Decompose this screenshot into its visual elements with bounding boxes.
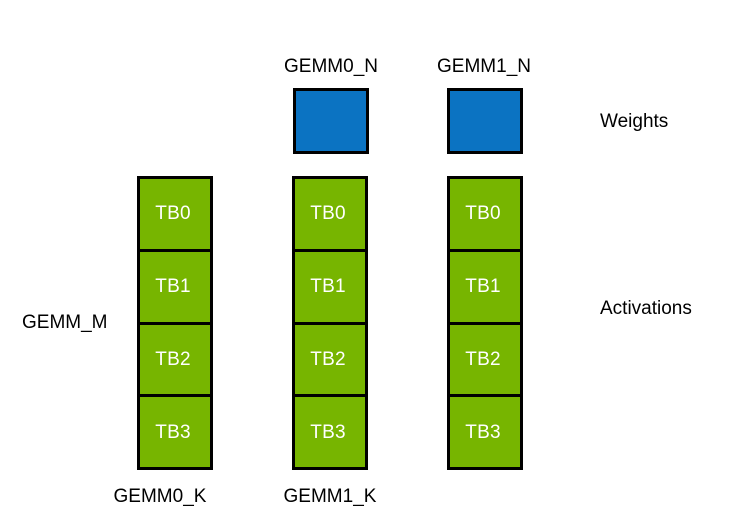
- activation-cell: TB2: [447, 321, 523, 398]
- activation-cell-label: TB3: [310, 421, 346, 443]
- activation-cell: TB2: [137, 321, 213, 398]
- activation-cell-label: TB2: [465, 348, 501, 370]
- gemm0-n-label-line1: GEMM0_N: [284, 56, 378, 77]
- activation-cell: TB1: [292, 248, 368, 325]
- activation-cell-label: TB2: [310, 348, 346, 370]
- activation-cell-label: TB0: [310, 203, 346, 225]
- gemm1-n-label-line1: GEMM1_N: [437, 56, 531, 77]
- activation-cell-label: TB3: [465, 421, 501, 443]
- activations-label: Activations: [600, 298, 692, 319]
- activation-cell: TB0: [447, 176, 523, 252]
- activation-cell: TB3: [292, 394, 368, 470]
- gemm1-activation-column: TB0 TB1 TB2 TB3: [292, 176, 368, 470]
- activation-cell: TB3: [447, 394, 523, 470]
- activation-cell: TB2: [292, 321, 368, 398]
- activation-cell-label: TB0: [155, 203, 191, 225]
- activation-cell: TB0: [137, 176, 213, 252]
- gemm0-weight-tile: [293, 88, 369, 154]
- activation-cell-label: TB1: [465, 276, 501, 298]
- activation-cell-label: TB1: [310, 276, 346, 298]
- activation-cell-label: TB2: [155, 348, 191, 370]
- gemm1-k-label: GEMM1_K: [283, 486, 377, 507]
- gemm2-activation-column: TB0 TB1 TB2 TB3: [447, 176, 523, 470]
- weights-label: Weights: [600, 111, 669, 132]
- gemm0-activation-column: TB0 TB1 TB2 TB3: [137, 176, 213, 470]
- activation-cell-label: TB3: [155, 421, 191, 443]
- activation-cell: TB1: [137, 248, 213, 325]
- gemm1-weight-tile: [447, 88, 523, 154]
- activation-cell: TB1: [447, 248, 523, 325]
- activation-cell: TB0: [292, 176, 368, 252]
- activation-cell-label: TB1: [155, 276, 191, 298]
- activation-cell: TB3: [137, 394, 213, 470]
- activation-cell-label: TB0: [465, 203, 501, 225]
- gemm0-k-label: GEMM0_K: [113, 486, 207, 507]
- gemm-m-label: GEMM_M: [22, 312, 108, 333]
